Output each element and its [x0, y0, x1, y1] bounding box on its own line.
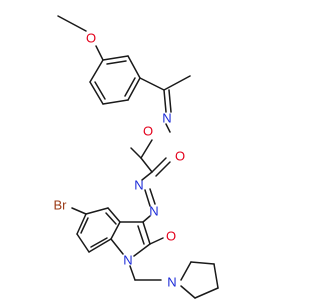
bond-o-ring: [95, 45, 104, 61]
bond-pyr-4: [194, 287, 219, 299]
bond-benz-1: [107, 207, 121, 223]
bond-c-n-double-b: [168, 89, 172, 113]
bond-c5-br: [71, 207, 87, 215]
bond-benz-2: [85, 207, 109, 215]
bond-n-c3: [142, 215, 151, 223]
bond-benz-inner-1: [105, 212, 117, 225]
bond-n1-c7a: [110, 238, 124, 255]
bond-n-n-double-a: [144, 189, 151, 207]
bond-ring-4: [102, 99, 129, 105]
atom-methoxy-o: O: [86, 31, 96, 46]
bond-c3-c2-inner: [137, 225, 145, 245]
bond-ring-6: [89, 59, 104, 83]
bond-benz-inner-3: [90, 237, 108, 248]
bond-c2-n1: [133, 243, 151, 257]
bond-benz-inner-2: [80, 217, 89, 234]
bond-ch2-chain: [130, 147, 142, 159]
bond-ring-1: [102, 55, 129, 61]
bond-co-n: [141, 171, 153, 181]
atom-layer: O N O O N N Br O N N: [54, 31, 186, 290]
bond-benz-4: [76, 233, 90, 253]
bond-pyr-3: [213, 263, 219, 289]
bond-c-n-double-a: [163, 89, 167, 113]
bond-n-n-double-b: [149, 188, 156, 205]
bond-ch2-co: [140, 157, 153, 173]
atom-indole-n: N: [123, 253, 132, 268]
atom-azo-n1: N: [134, 178, 143, 193]
bond-ring-inner-3: [94, 81, 106, 100]
molecule-canvas: O N O O N N Br O N N: [54, 15, 219, 299]
bond-pyr-2: [190, 261, 215, 265]
bond-c2-oh: [149, 237, 164, 245]
bond-n1-ch2: [129, 265, 136, 281]
bond-c-o-double-a: [151, 157, 167, 173]
bond-ring-2: [127, 55, 141, 79]
bond-benz-5: [88, 238, 112, 253]
bond-n-o: [165, 123, 171, 133]
molecule-structure: O N O O N N Br O N N: [54, 15, 219, 299]
bond-ring-imine-c: [139, 77, 165, 91]
bond-pyr-5: [180, 285, 196, 299]
bond-benz-3: [76, 213, 87, 235]
bond-c-o-double-b: [155, 161, 171, 177]
bond-ring-inner-2: [124, 77, 136, 97]
bond-o-ch2: [140, 139, 153, 159]
atom-oxime-o: O: [143, 124, 153, 139]
bond-c7a-c3a: [110, 221, 121, 240]
bond-c3-c2: [142, 221, 151, 245]
atom-hydroxy-o: O: [166, 229, 176, 244]
atom-azo-n2: N: [149, 204, 158, 219]
bond-ring-3: [127, 77, 141, 101]
atom-pyrrolidine-n: N: [167, 275, 176, 290]
bond-ring-inner-1: [106, 60, 127, 65]
bond-pyr-1: [180, 261, 192, 281]
bond-ring-5: [89, 81, 104, 105]
atom-carbonyl-o: O: [175, 149, 185, 164]
bond-imine-methyl: [163, 75, 191, 91]
bond-methyl-o: [57, 15, 87, 32]
atom-bromine: Br: [54, 198, 68, 213]
atom-imine-n: N: [162, 111, 171, 126]
bond-layer: [57, 15, 219, 299]
